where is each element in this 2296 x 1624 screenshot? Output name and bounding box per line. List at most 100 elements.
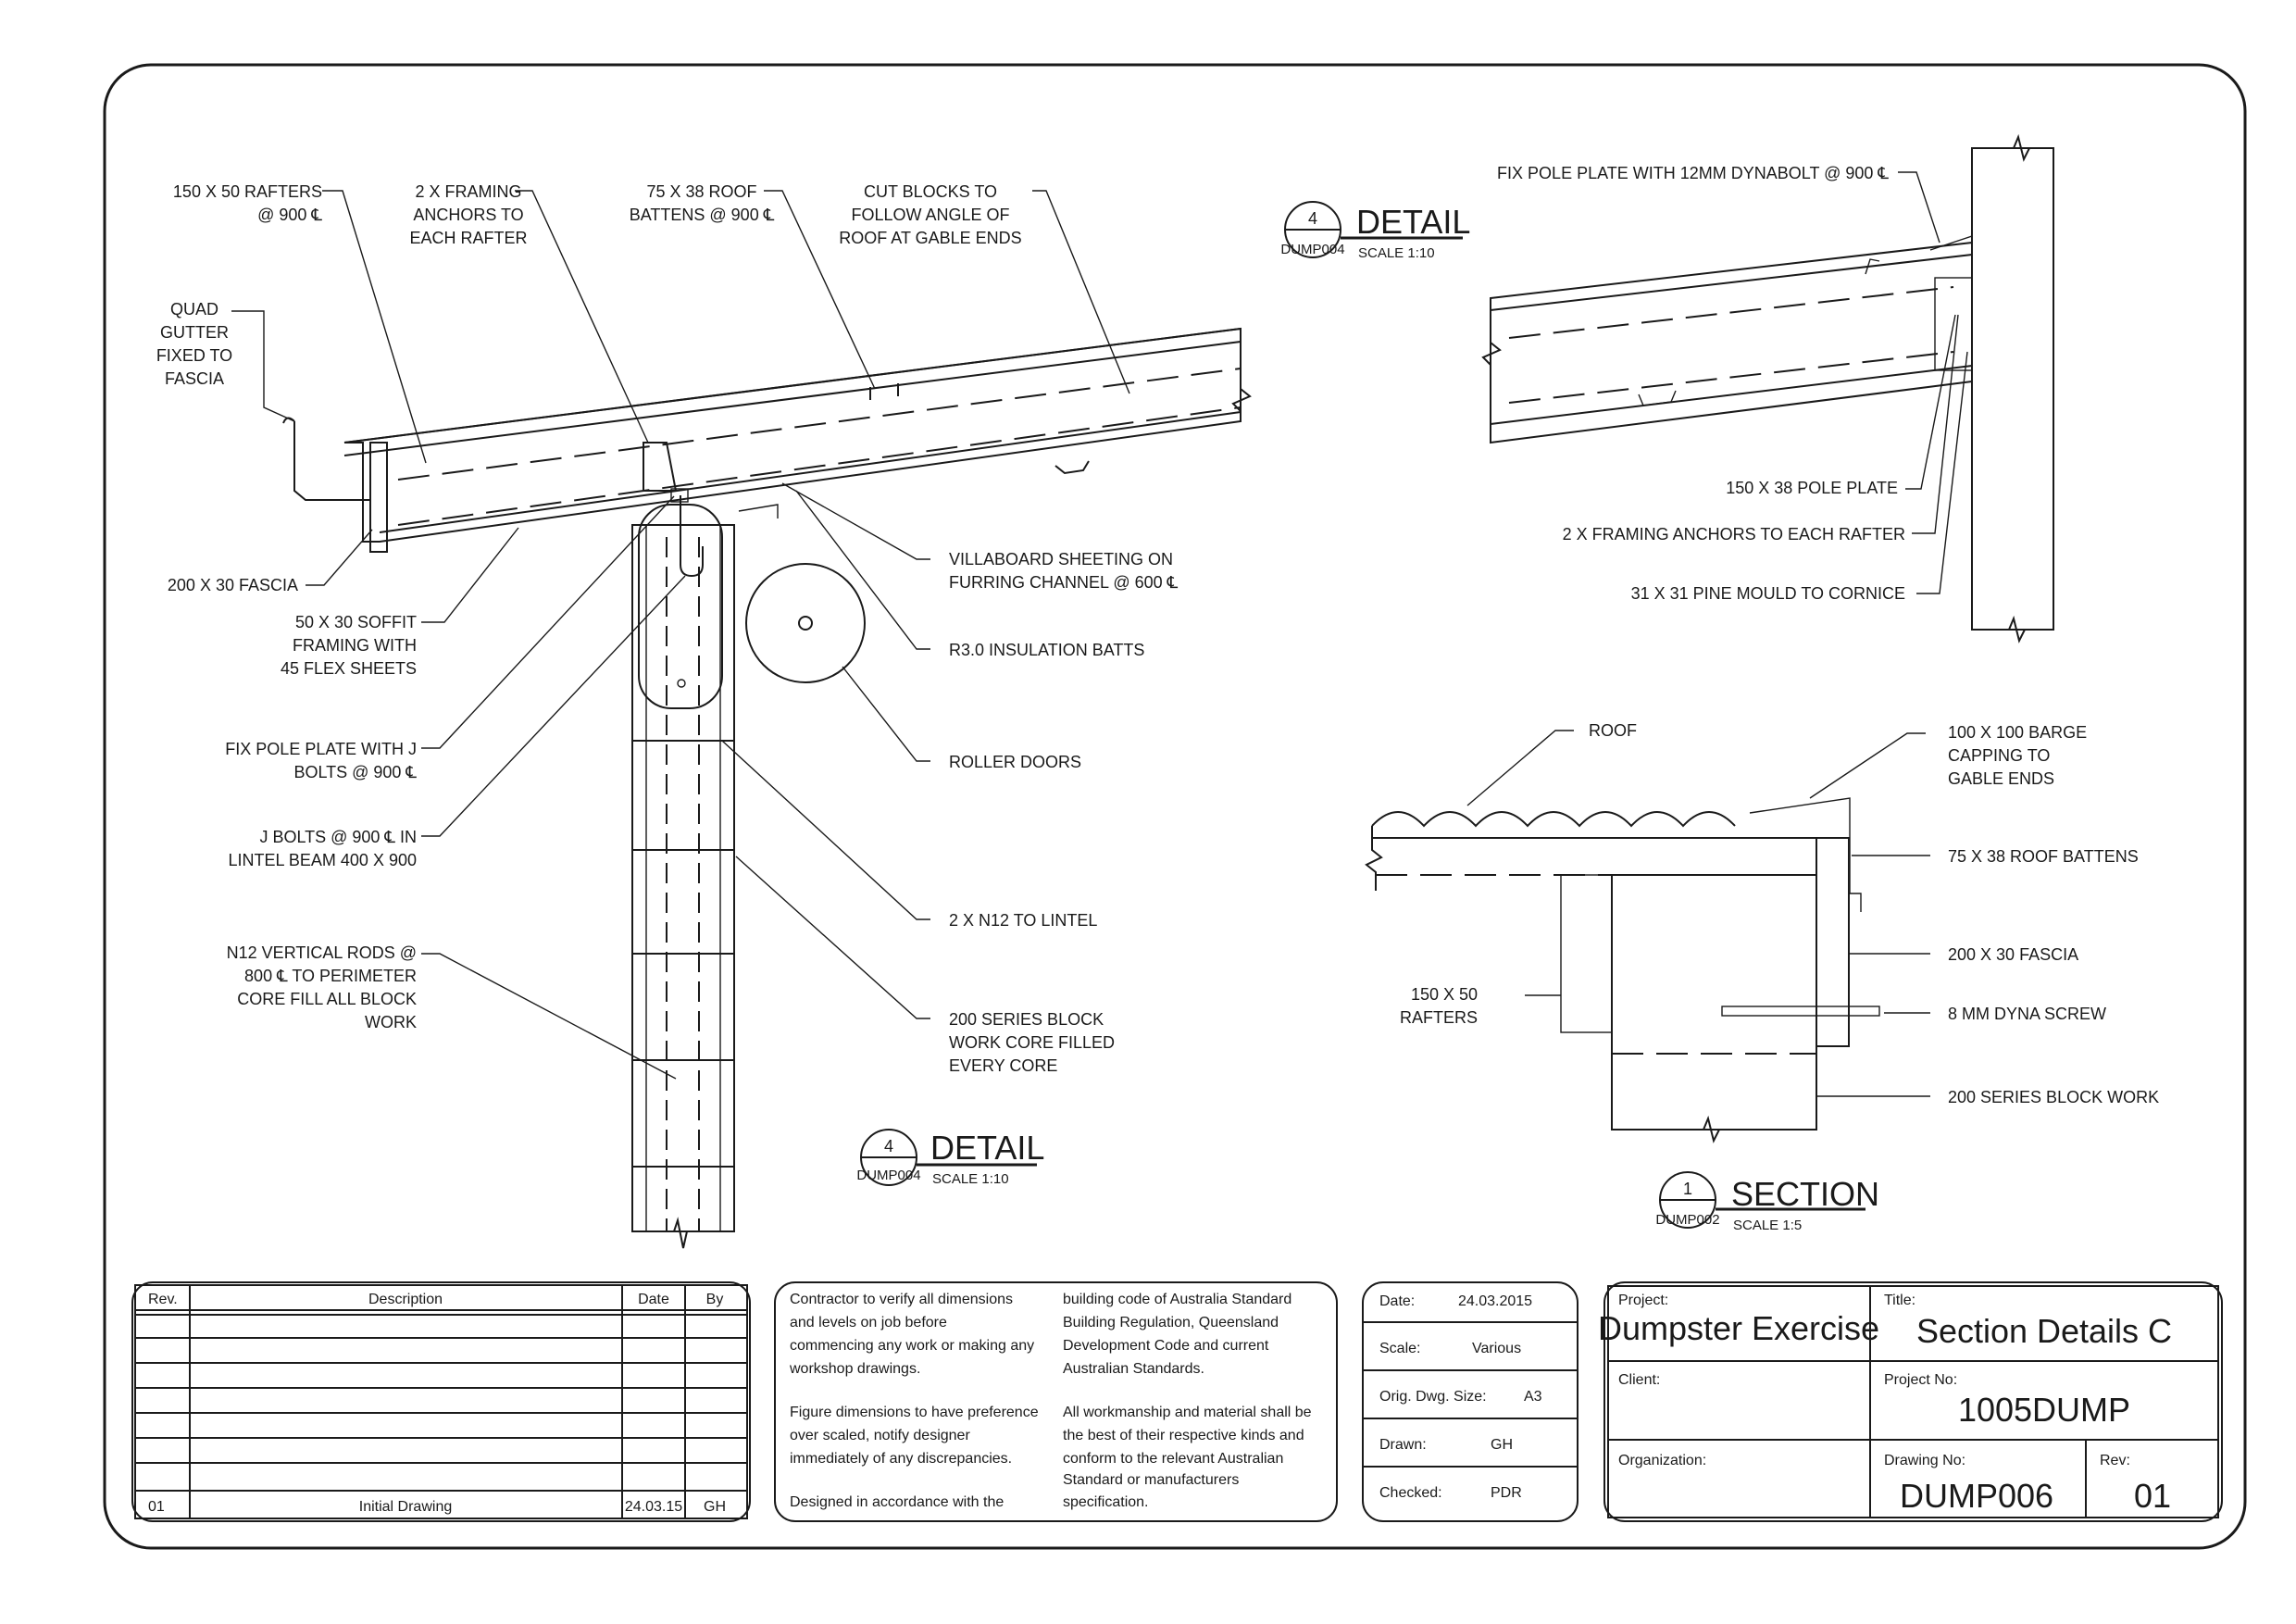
label-roller: ROLLER DOORS (949, 753, 1081, 771)
label-battens-2: BATTENS @ 900 ℄ (630, 206, 775, 224)
callout-section: 1 DUMP002 SECTION SCALE 1:5 (1655, 1171, 1879, 1233)
label-soffit-1: 50 X 30 SOFFIT (295, 613, 417, 631)
note-l-1: and levels on job before (790, 1315, 947, 1330)
callout-main-num: 4 (884, 1137, 893, 1156)
note-l-0: Contractor to verify all dimensions (790, 1292, 1013, 1307)
section-rafter (1560, 874, 1613, 1033)
label-gutter-3: FIXED TO (156, 346, 232, 365)
revision-table: Rev. Description Date By 01 Initial Draw… (131, 1281, 751, 1522)
label-battens-1: 75 X 38 ROOF (646, 182, 756, 201)
note-l-6: over scaled, notify designer (790, 1428, 970, 1443)
label-s-rafters-1: 150 X 50 (1411, 985, 1478, 1004)
label-n12rods-4: WORK (365, 1013, 417, 1031)
label-r-poleplate: 150 X 38 POLE PLATE (1726, 479, 1898, 497)
label-block-1: 200 SERIES BLOCK (949, 1010, 1104, 1029)
info-scale-label: Scale: (1379, 1341, 1420, 1356)
label-jbolts-1: J BOLTS @ 900 ℄ IN (259, 828, 417, 846)
label-fascia: 200 X 30 FASCIA (168, 576, 298, 594)
tb-org-label: Organization: (1618, 1453, 1706, 1468)
note-l-5: Figure dimensions to have preference (790, 1405, 1039, 1420)
label-r-anchors: 2 X FRAMING ANCHORS TO EACH RAFTER (1563, 525, 1905, 543)
callout-right-ref: DUMP004 (1280, 242, 1344, 257)
label-fixpole-1: FIX POLE PLATE WITH J (225, 740, 417, 758)
rev-row-by: GH (704, 1499, 726, 1515)
rev-row-date: 24.03.15 (625, 1499, 682, 1515)
callout-section-title: SECTION (1731, 1175, 1879, 1213)
label-s-barge-2: CAPPING TO (1948, 746, 2050, 765)
info-box: Date: 24.03.2015 Scale: Various Orig. Dw… (1362, 1281, 1578, 1522)
label-s-rafters-2: RAFTERS (1400, 1008, 1478, 1027)
label-anchors-2: ANCHORS TO (413, 206, 523, 224)
roller-door (745, 563, 866, 683)
callout-detail-main: 4 DUMP004 DETAIL SCALE 1:10 (856, 1129, 1044, 1187)
note-r-9: specification. (1063, 1494, 1149, 1510)
note-l-9: Designed in accordance with the (790, 1494, 1004, 1510)
info-date: 24.03.2015 (1458, 1293, 1532, 1309)
section-drawing (1365, 797, 1880, 1143)
callout-right-num: 4 (1308, 209, 1317, 228)
rev-row-rev: 01 (148, 1499, 165, 1515)
callout-main-ref: DUMP004 (856, 1168, 920, 1183)
pole-plate (1934, 277, 1973, 371)
rev-header-desc: Description (368, 1292, 443, 1307)
section-block (1611, 874, 1817, 1131)
info-checked-label: Checked: (1379, 1485, 1442, 1501)
label-gutter-1: QUAD (170, 300, 218, 319)
gutter-shape (293, 421, 370, 501)
main-detail-drawing (282, 327, 1252, 1249)
note-r-3: Australian Standards. (1063, 1361, 1204, 1377)
project-title-block: Project: Dumpster Exercise Title: Sectio… (1598, 1281, 2223, 1522)
right-leaders (1898, 171, 1968, 594)
note-r-7: conform to the relevant Australian (1063, 1451, 1283, 1467)
rev-header-date: Date (638, 1292, 669, 1307)
info-scale: Various (1472, 1341, 1521, 1356)
j-bolt (680, 495, 704, 578)
label-n12rods-2: 800 ℄ TO PERIMETER (244, 967, 417, 985)
info-dwg-label: Orig. Dwg. Size: (1379, 1389, 1487, 1405)
label-cutblocks-3: ROOF AT GABLE ENDS (839, 229, 1021, 247)
callout-section-scale: SCALE 1:5 (1733, 1218, 1802, 1233)
callout-section-num: 1 (1683, 1180, 1692, 1198)
section-labels: ROOF 100 X 100 BARGE CAPPING TO GABLE EN… (1400, 721, 2159, 1106)
note-r-6: the best of their respective kinds and (1063, 1428, 1304, 1443)
label-cutblocks-2: FOLLOW ANGLE OF (851, 206, 1009, 224)
label-insulation: R3.0 INSULATION BATTS (949, 641, 1144, 659)
label-rafters-2: @ 900 ℄ (257, 206, 322, 224)
tb-project-label: Project: (1618, 1293, 1668, 1308)
right-labels: FIX POLE PLATE WITH 12MM DYNABOLT @ 900 … (1497, 164, 1905, 603)
note-l-3: workshop drawings. (789, 1361, 920, 1377)
info-checked: PDR (1491, 1485, 1522, 1501)
label-s-roof: ROOF (1589, 721, 1637, 740)
framing-anchor (643, 442, 678, 492)
section-fascia (1816, 837, 1850, 1047)
tb-rev: 01 (2134, 1477, 2171, 1515)
tb-drawingno-label: Drawing No: (1884, 1453, 1965, 1468)
label-villaboard-2: FURRING CHANNEL @ 600 ℄ (949, 573, 1179, 592)
tb-projectno: 1005DUMP (1958, 1391, 2130, 1429)
fascia-board (369, 442, 388, 553)
label-soffit-3: 45 FLEX SHEETS (281, 659, 417, 678)
dyna-screw (1721, 1006, 1880, 1017)
main-leaders (231, 190, 1130, 1080)
block-wall (631, 524, 735, 1232)
label-s-fascia: 200 X 30 FASCIA (1948, 945, 2078, 964)
label-gutter-4: FASCIA (165, 369, 224, 388)
rev-header-rev: Rev. (148, 1292, 178, 1307)
callout-right-scale: SCALE 1:10 (1358, 245, 1435, 261)
label-n12rods-1: N12 VERTICAL RODS @ (227, 943, 417, 962)
note-r-1: Building Regulation, Queensland (1063, 1315, 1279, 1330)
note-r-0: building code of Australia Standard (1063, 1292, 1292, 1307)
callout-section-ref: DUMP002 (1655, 1212, 1719, 1228)
note-r-8: Standard or manufacturers (1063, 1472, 1239, 1488)
label-s-block: 200 SERIES BLOCK WORK (1948, 1088, 2159, 1106)
label-s-barge-3: GABLE ENDS (1948, 769, 2054, 788)
info-date-label: Date: (1379, 1293, 1415, 1309)
label-block-3: EVERY CORE (949, 1056, 1057, 1075)
label-r-mould: 31 X 31 PINE MOULD TO CORNICE (1631, 584, 1905, 603)
tb-drawingno: DUMP006 (1900, 1477, 2053, 1515)
tb-client-label: Client: (1618, 1372, 1660, 1388)
label-anchors-3: EACH RAFTER (409, 229, 527, 247)
label-n12rods-3: CORE FILL ALL BLOCK (237, 990, 417, 1008)
rev-row-desc: Initial Drawing (359, 1499, 452, 1515)
note-l-2: commencing any work or making any (790, 1338, 1034, 1354)
